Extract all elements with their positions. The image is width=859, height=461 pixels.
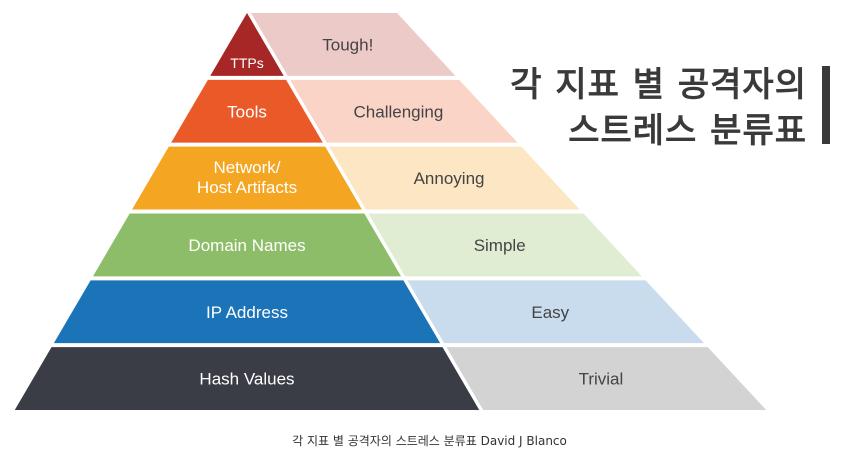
difficulty-label-ip-address: Easy — [531, 303, 569, 322]
title-line-2: 스트레스 분류표 — [568, 111, 807, 151]
level-label-tools: Tools — [227, 102, 267, 121]
difficulty-label-hash-values: Trivial — [579, 370, 624, 389]
title-line-1: 각 지표 별 공격자의 — [510, 65, 807, 105]
pyramid-level-tools — [171, 79, 323, 143]
pyramid-level-ttps — [210, 13, 284, 76]
image-caption: 각 지표 별 공격자의 스트레스 분류표 David J Blanco — [292, 434, 567, 448]
level-label-domain-names: Domain Names — [188, 236, 305, 255]
difficulty-label-tools: Challenging — [354, 102, 444, 121]
level-label-ttps: TTPs — [230, 55, 263, 71]
pyramid-level-ip-address — [53, 280, 441, 344]
title-accent-bar — [822, 66, 830, 144]
difficulty-band-ip-address — [407, 280, 705, 344]
pyramid-level-network-host-artifacts — [132, 146, 362, 210]
difficulty-label-domain-names: Simple — [474, 236, 526, 255]
difficulty-band-tools — [290, 79, 518, 143]
level-label-network-host-artifacts: Network/Host Artifacts — [197, 158, 297, 197]
diagram-title: 각 지표 별 공격자의 스트레스 분류표 — [510, 62, 807, 154]
level-label-hash-values: Hash Values — [199, 370, 294, 389]
difficulty-label-network-host-artifacts: Annoying — [414, 169, 485, 188]
pyramid-level-hash-values — [14, 347, 480, 410]
difficulty-band-hash-values — [446, 347, 767, 410]
difficulty-band-network-host-artifacts — [329, 146, 580, 210]
difficulty-band-domain-names — [368, 213, 642, 277]
difficulty-band-ttps — [251, 13, 456, 76]
level-label-ip-address: IP Address — [206, 303, 288, 322]
pyramid-level-domain-names — [92, 213, 402, 277]
difficulty-label-ttps: Tough! — [322, 35, 373, 54]
